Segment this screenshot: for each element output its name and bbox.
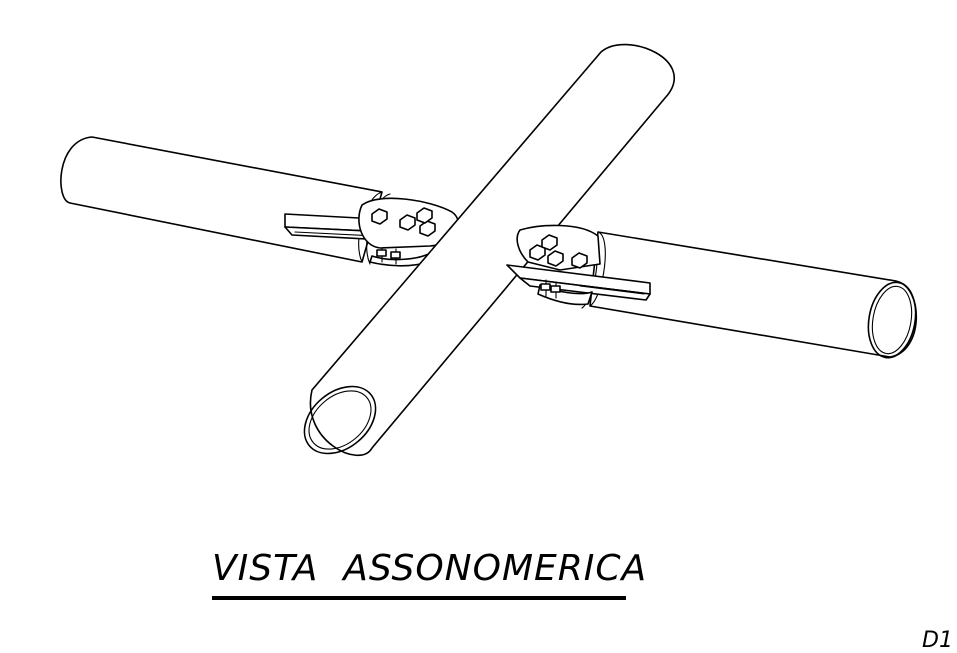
left-pipe	[60, 136, 391, 265]
right-clamp-bolts	[529, 234, 588, 299]
left-clamp-bolts	[371, 207, 436, 265]
right-pipe	[581, 231, 918, 359]
caption-underline	[212, 596, 626, 600]
sheet-corner-mark: D1	[922, 628, 953, 653]
view-caption: VISTA ASSONOMERICA	[212, 548, 648, 589]
